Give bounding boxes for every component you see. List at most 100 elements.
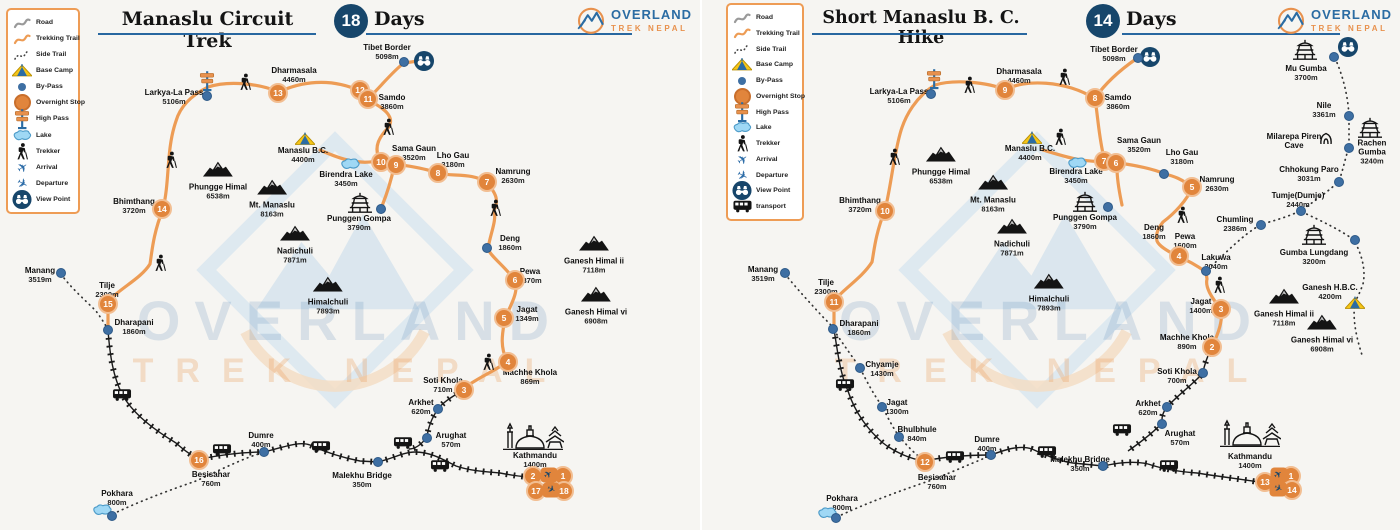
legend-label: Overnight Stop xyxy=(36,99,86,107)
elevation-label: 6538m xyxy=(206,191,230,201)
place-label: Mu Gumba xyxy=(1285,64,1327,73)
elevation-label: 3720m xyxy=(848,205,872,214)
trekker-icon xyxy=(153,254,167,273)
trekker-icon xyxy=(481,353,495,372)
bus-icon xyxy=(1037,446,1057,459)
place-label: Tilje xyxy=(99,281,115,290)
place-label: Bhimthang xyxy=(839,196,881,205)
overnight-stop-12: 12 xyxy=(915,452,935,472)
bypass-dot xyxy=(1103,202,1113,212)
legend-label: View Point xyxy=(36,195,71,203)
legend-item-lake: Lake xyxy=(732,120,798,135)
elevation-label: 1600m xyxy=(1173,241,1197,250)
mountain-icon xyxy=(202,161,233,183)
legend-label: Trekker xyxy=(36,147,61,155)
elevation-label: 3450m xyxy=(1064,176,1088,185)
trekker-icon xyxy=(1057,68,1071,87)
legend-item-departure: ✈Departure xyxy=(732,166,798,184)
place-label: Chhokung Paro xyxy=(1279,165,1339,174)
bypass-dot xyxy=(202,91,212,101)
legend-label: Arrival xyxy=(36,163,58,171)
arrival-plane-icon: ✈ xyxy=(540,467,558,483)
place-label: Besisahar xyxy=(917,473,957,482)
legend-item-trekker: Trekker xyxy=(12,142,74,160)
place-label: Rachen Gumba xyxy=(1357,138,1387,157)
legend-label: By-Pass xyxy=(36,83,63,91)
bypass-dot xyxy=(1201,266,1211,276)
lake-icon xyxy=(1067,157,1088,170)
bypass-dot xyxy=(376,204,386,214)
place-label: Malekhu Bridge xyxy=(1050,455,1110,464)
bypass-dot xyxy=(894,432,904,442)
elevation-label: 3520m xyxy=(402,153,426,162)
overnight-stop-9: 9 xyxy=(995,80,1015,100)
elevation-label: 2040m xyxy=(1204,262,1228,271)
bypass-dot xyxy=(259,447,269,457)
elevation-label: 3790m xyxy=(347,223,371,232)
trekker-icon xyxy=(238,73,252,92)
place-label: Jagat xyxy=(1190,297,1212,306)
tent-icon xyxy=(732,58,752,71)
elevation-label: 760m xyxy=(201,479,221,488)
view-point-icon xyxy=(413,50,435,72)
mountain-icon xyxy=(312,276,343,298)
logo-name: OVERLAND xyxy=(611,7,692,22)
elevation-label: 3519m xyxy=(28,275,52,284)
trekker-icon xyxy=(887,148,901,167)
place-label: Ganesh Himal ii xyxy=(1253,309,1315,319)
bypass-dot xyxy=(926,89,936,99)
place-label: Manaslu B.C. xyxy=(277,146,329,155)
legend-label: Trekking Trail xyxy=(756,29,800,37)
place-label: Machhe Khola xyxy=(502,368,558,377)
overnight-stop-5: 5 xyxy=(1182,177,1202,197)
monastery-icon xyxy=(1358,117,1382,139)
mountain-icon xyxy=(257,179,287,201)
elevation-label: 3519m xyxy=(751,274,775,283)
trekker-icon xyxy=(962,76,976,95)
mountain-icon xyxy=(579,235,609,257)
place-label: Ganesh H.B.C. xyxy=(1302,283,1358,292)
legend-item-arrival: ✈Arrival xyxy=(732,150,798,169)
legend-label: View Point xyxy=(756,187,791,195)
cave-icon xyxy=(1319,132,1333,144)
departure-plane-icon: ✈ xyxy=(1269,481,1287,497)
legend-label: Departure xyxy=(756,171,789,179)
elevation-label: 7118m xyxy=(1272,318,1296,328)
monastery-icon xyxy=(348,192,372,214)
highpass-icon xyxy=(12,108,32,130)
place-label: Malekhu Bridge xyxy=(332,471,392,480)
logo-mountain-icon xyxy=(1277,7,1305,34)
place-label: Dharapani xyxy=(839,319,879,328)
days-label: Days xyxy=(374,8,425,30)
lake-icon xyxy=(92,504,113,517)
place-label: Himalchuli xyxy=(1028,294,1070,304)
place-label: Soti Khola xyxy=(1157,367,1197,376)
place-label: Tumje(Dumje) xyxy=(1271,191,1325,200)
place-label: Deng xyxy=(499,234,520,243)
elevation-label: 3240m xyxy=(1360,156,1384,166)
elevation-label: 4460m xyxy=(1007,76,1031,85)
legend-label: Lake xyxy=(36,131,52,139)
elevation-label: 5098m xyxy=(1102,54,1126,63)
elevation-label: 890m xyxy=(1177,342,1197,351)
elevation-label: 800m xyxy=(107,498,127,507)
place-label: Besisahar xyxy=(191,470,231,479)
logo-mountain-icon xyxy=(577,7,605,34)
